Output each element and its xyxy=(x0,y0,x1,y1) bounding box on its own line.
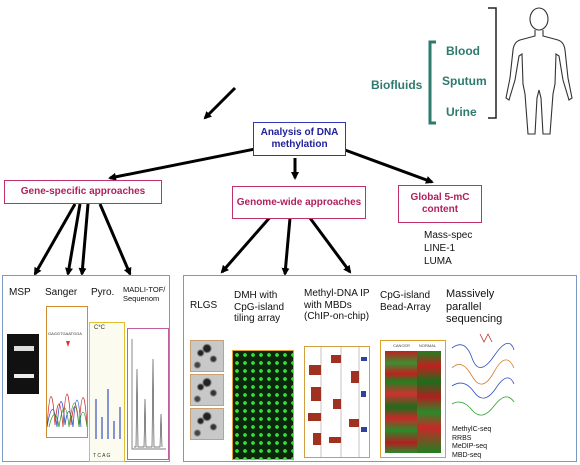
method-maldi-label: MADLI-TOF/ Sequenom xyxy=(123,285,166,303)
analysis-of-dna-methylation-box: Analysis of DNA methylation xyxy=(253,122,346,156)
method-pyro-label: Pyro. xyxy=(91,287,115,298)
body-bracket xyxy=(488,7,497,119)
maldi-spectrum-image xyxy=(127,328,169,460)
seq-method-rrbs: RRBS xyxy=(452,434,472,442)
arrow-gene-to-msp xyxy=(33,203,77,276)
method-dmh-label: DMH with CpG-island tiling array xyxy=(234,290,285,324)
human-body-icon xyxy=(505,7,573,135)
method-rlgs-label: RLGS xyxy=(190,300,218,311)
gene-specific-approaches-label: Gene-specific approaches xyxy=(20,186,146,197)
chip-on-chip-image xyxy=(304,346,370,458)
msp-gel-image xyxy=(7,334,39,394)
global-method-luma: LUMA xyxy=(424,256,452,267)
arrow-biofluids-to-analysis xyxy=(203,86,237,120)
arrow-genome-to-rlgs xyxy=(220,214,274,274)
pyro-cpc-text: C*C xyxy=(94,325,106,331)
arrow-gene-to-maldi xyxy=(98,203,132,276)
global-method-mass-spec: Mass-spec xyxy=(424,230,473,241)
bead-normal-label: NORMAL xyxy=(419,343,437,348)
biofluid-blood: Blood xyxy=(446,44,480,58)
method-medip-label: Methyl-DNA IP with MBDs (ChIP-on-chip) xyxy=(304,288,370,322)
bead-cancer-label: CANCER xyxy=(393,343,410,348)
global-method-line1: LINE-1 xyxy=(424,243,456,254)
analysis-of-dna-methylation-label: Analysis of DNA methylation xyxy=(260,126,339,151)
seq-method-mbd-seq: MBD-seq xyxy=(452,451,482,459)
sanger-chromatogram-image: GAGGTGAATGGA xyxy=(46,306,88,438)
biofluid-urine: Urine xyxy=(446,105,477,119)
method-bead-array-label: CpG-island Bead-Array xyxy=(380,290,431,313)
sequencing-methods-list: MethylC-seq RRBS MeDIP-seq MBD-seq xyxy=(452,426,491,460)
pyro-axis-text: T C A G xyxy=(93,453,111,459)
dmh-tiling-array-image xyxy=(232,350,294,460)
seq-method-medip-seq: MeDIP-seq xyxy=(452,443,488,450)
biofluids-label: Biofluids xyxy=(371,78,423,92)
rlgs-image-2 xyxy=(190,374,224,406)
arrow-genome-to-medip xyxy=(308,217,352,274)
biofluids-bracket xyxy=(428,40,436,125)
method-msp-label: MSP xyxy=(9,287,31,298)
rlgs-image-1 xyxy=(190,340,224,372)
arrow-analysis-to-global xyxy=(344,148,434,184)
seq-method-methylc-seq: MethylC-seq xyxy=(452,426,492,433)
genome-wide-approaches-label: Genome-wide approaches xyxy=(236,196,362,208)
sanger-sequence-text: GAGGTGAATGGA xyxy=(48,331,82,336)
gene-specific-approaches-box: Gene-specific approaches xyxy=(4,180,162,204)
global-methods-list: Mass-spec LINE-1 LUMA xyxy=(424,229,472,268)
pyro-image: C*C T C A G xyxy=(89,322,125,462)
arrow-genome-to-dmh xyxy=(281,217,292,276)
sequencing-reads-image xyxy=(450,328,516,424)
global-5mc-content-box: Global 5-mC content xyxy=(398,185,482,223)
arrow-gene-to-pyro xyxy=(78,203,90,276)
arrow-analysis-to-gene xyxy=(108,146,261,181)
arrow-gene-to-sanger xyxy=(65,203,82,276)
genome-wide-approaches-box: Genome-wide approaches xyxy=(232,186,366,219)
rlgs-image-3 xyxy=(190,408,224,440)
method-massively-parallel-label: Massively parallel sequencing xyxy=(446,288,503,326)
gene-specific-panel: MSP Sanger Pyro. MADLI-TOF/ Sequenom GAG… xyxy=(2,275,170,462)
bead-array-heatmap-image: CANCER NORMAL xyxy=(380,340,446,458)
global-5mc-content-label: Global 5-mC content xyxy=(410,192,470,215)
genome-wide-panel: RLGS DMH with CpG-island tiling array Me… xyxy=(183,275,577,462)
biofluid-sputum: Sputum xyxy=(442,74,487,88)
method-sanger-label: Sanger xyxy=(45,287,78,298)
